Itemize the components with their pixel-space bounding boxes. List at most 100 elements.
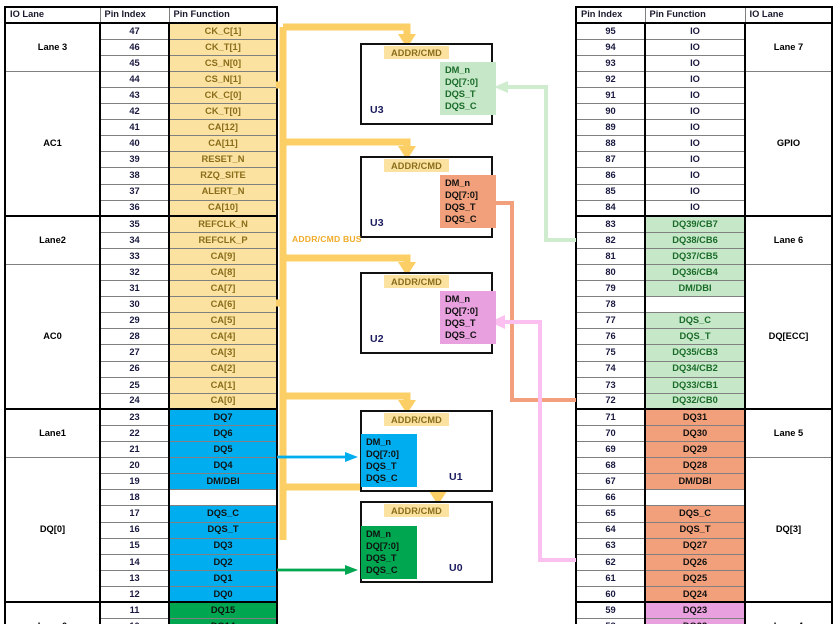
signal-dm: DM_n xyxy=(445,65,470,75)
pin-index-cell: 43 xyxy=(99,86,170,105)
pin-index-cell: 17 xyxy=(99,505,170,523)
table-row: 59DQ23Lane 4 xyxy=(575,601,833,624)
pin-function-cell: IO xyxy=(644,151,746,169)
signal-dqs-t: DQS_T xyxy=(445,202,476,213)
pin-function-cell: DQ23 xyxy=(644,601,746,620)
pin-index-cell: 85 xyxy=(575,183,646,201)
pin-function-cell: IO xyxy=(644,54,746,72)
pin-function-cell: CA[8] xyxy=(168,263,278,282)
addr-cmd-label-u3-second: ADDR/CMD xyxy=(384,159,449,172)
addr-cmd-label-u1: ADDR/CMD xyxy=(384,413,449,426)
pin-function-cell: CK_C[0] xyxy=(168,86,278,105)
pin-function-cell: DQ33/CB1 xyxy=(644,376,746,394)
lane-group-sublabel: AC1 xyxy=(4,70,101,218)
pin-index-cell: 79 xyxy=(575,280,646,298)
pin-function-cell: DQ38/CB6 xyxy=(644,231,746,249)
pin-index-cell: 38 xyxy=(99,167,170,185)
pin-function-cell: CA[3] xyxy=(168,344,278,362)
signal-dqs-c: DQS_C xyxy=(366,565,398,576)
pin-index-cell: 24 xyxy=(99,392,170,410)
pin-function-cell: DQ5 xyxy=(168,441,278,459)
signal-dm: DM_n xyxy=(445,294,470,304)
pin-function-cell: DQ34/CB2 xyxy=(644,360,746,378)
lane-group-sublabel: DQ[3] xyxy=(744,457,833,604)
signal-dqs-c: DQS_C xyxy=(366,473,398,484)
pin-index-cell: 18 xyxy=(99,489,170,507)
table-row: 58DQ22 xyxy=(575,618,832,624)
signal-dq: DQ[7:0] xyxy=(445,306,478,317)
lane-group-label: Lane 5 xyxy=(744,408,833,459)
pin-index-cell: 12 xyxy=(99,585,170,603)
pin-function-cell: DQ29 xyxy=(644,441,746,459)
pin-function-cell: CK_T[1] xyxy=(168,38,278,56)
pin-function-cell: CA[12] xyxy=(168,119,278,137)
signal-dqs-c: DQS_C xyxy=(445,214,477,225)
lane-group-label: Lane 3 xyxy=(4,22,101,72)
pin-index-cell: 68 xyxy=(575,457,646,475)
signal-dqs-c: DQS_C xyxy=(445,330,477,341)
pin-function-cell: DQ36/CB4 xyxy=(644,263,746,282)
pin-function-cell: IO xyxy=(644,167,746,185)
pin-index-cell: 39 xyxy=(99,151,170,169)
signal-dqs-t: DQS_T xyxy=(366,461,397,472)
lane-group-label: Lane 7 xyxy=(744,22,833,72)
addr-cmd-label-u2: ADDR/CMD xyxy=(384,275,449,288)
signal-dq: DQ[7:0] xyxy=(445,190,478,201)
pin-index-cell: 19 xyxy=(99,473,170,491)
pin-function-cell: CA[10] xyxy=(168,199,278,217)
signal-dqs-c: DQS_C xyxy=(445,101,477,112)
pin-index-cell: 20 xyxy=(99,457,170,475)
pin-function-cell: CA[6] xyxy=(168,296,278,314)
signal-dqs-t: DQS_T xyxy=(366,553,397,564)
dq-signal-block-u3-top: DM_n DQ[7:0] DQS_T DQS_C xyxy=(440,62,496,116)
pin-function-cell: DQ0 xyxy=(168,585,278,603)
pin-index-cell: 33 xyxy=(99,247,170,266)
pin-function-cell: CA[0] xyxy=(168,392,278,410)
signal-dq: DQ[7:0] xyxy=(366,541,399,552)
pin-function-cell: DQ3 xyxy=(168,537,278,555)
signal-dm: DM_n xyxy=(366,437,391,447)
pin-function-cell: DQ39/CB7 xyxy=(644,215,746,233)
pin-function-cell: DQS_T xyxy=(168,521,278,539)
column-header: IO Lane xyxy=(4,6,101,25)
pin-index-cell: 72 xyxy=(575,392,646,410)
pin-index-cell: 93 xyxy=(575,54,646,72)
pin-index-cell: 27 xyxy=(99,344,170,362)
pin-index-cell: 65 xyxy=(575,505,646,523)
pin-function-cell xyxy=(168,489,278,507)
pin-function-cell: IO xyxy=(644,103,746,121)
lane-group-sublabel: DQ[ECC] xyxy=(744,264,833,411)
lane-group-label: Lane1 xyxy=(4,408,101,459)
pin-function-cell: CA[4] xyxy=(168,328,278,346)
pin-function-cell: DM/DBI xyxy=(644,280,746,298)
pin-index-cell: 42 xyxy=(99,103,170,121)
pin-index-cell: 10 xyxy=(99,618,170,624)
pin-index-cell: 76 xyxy=(575,328,646,346)
